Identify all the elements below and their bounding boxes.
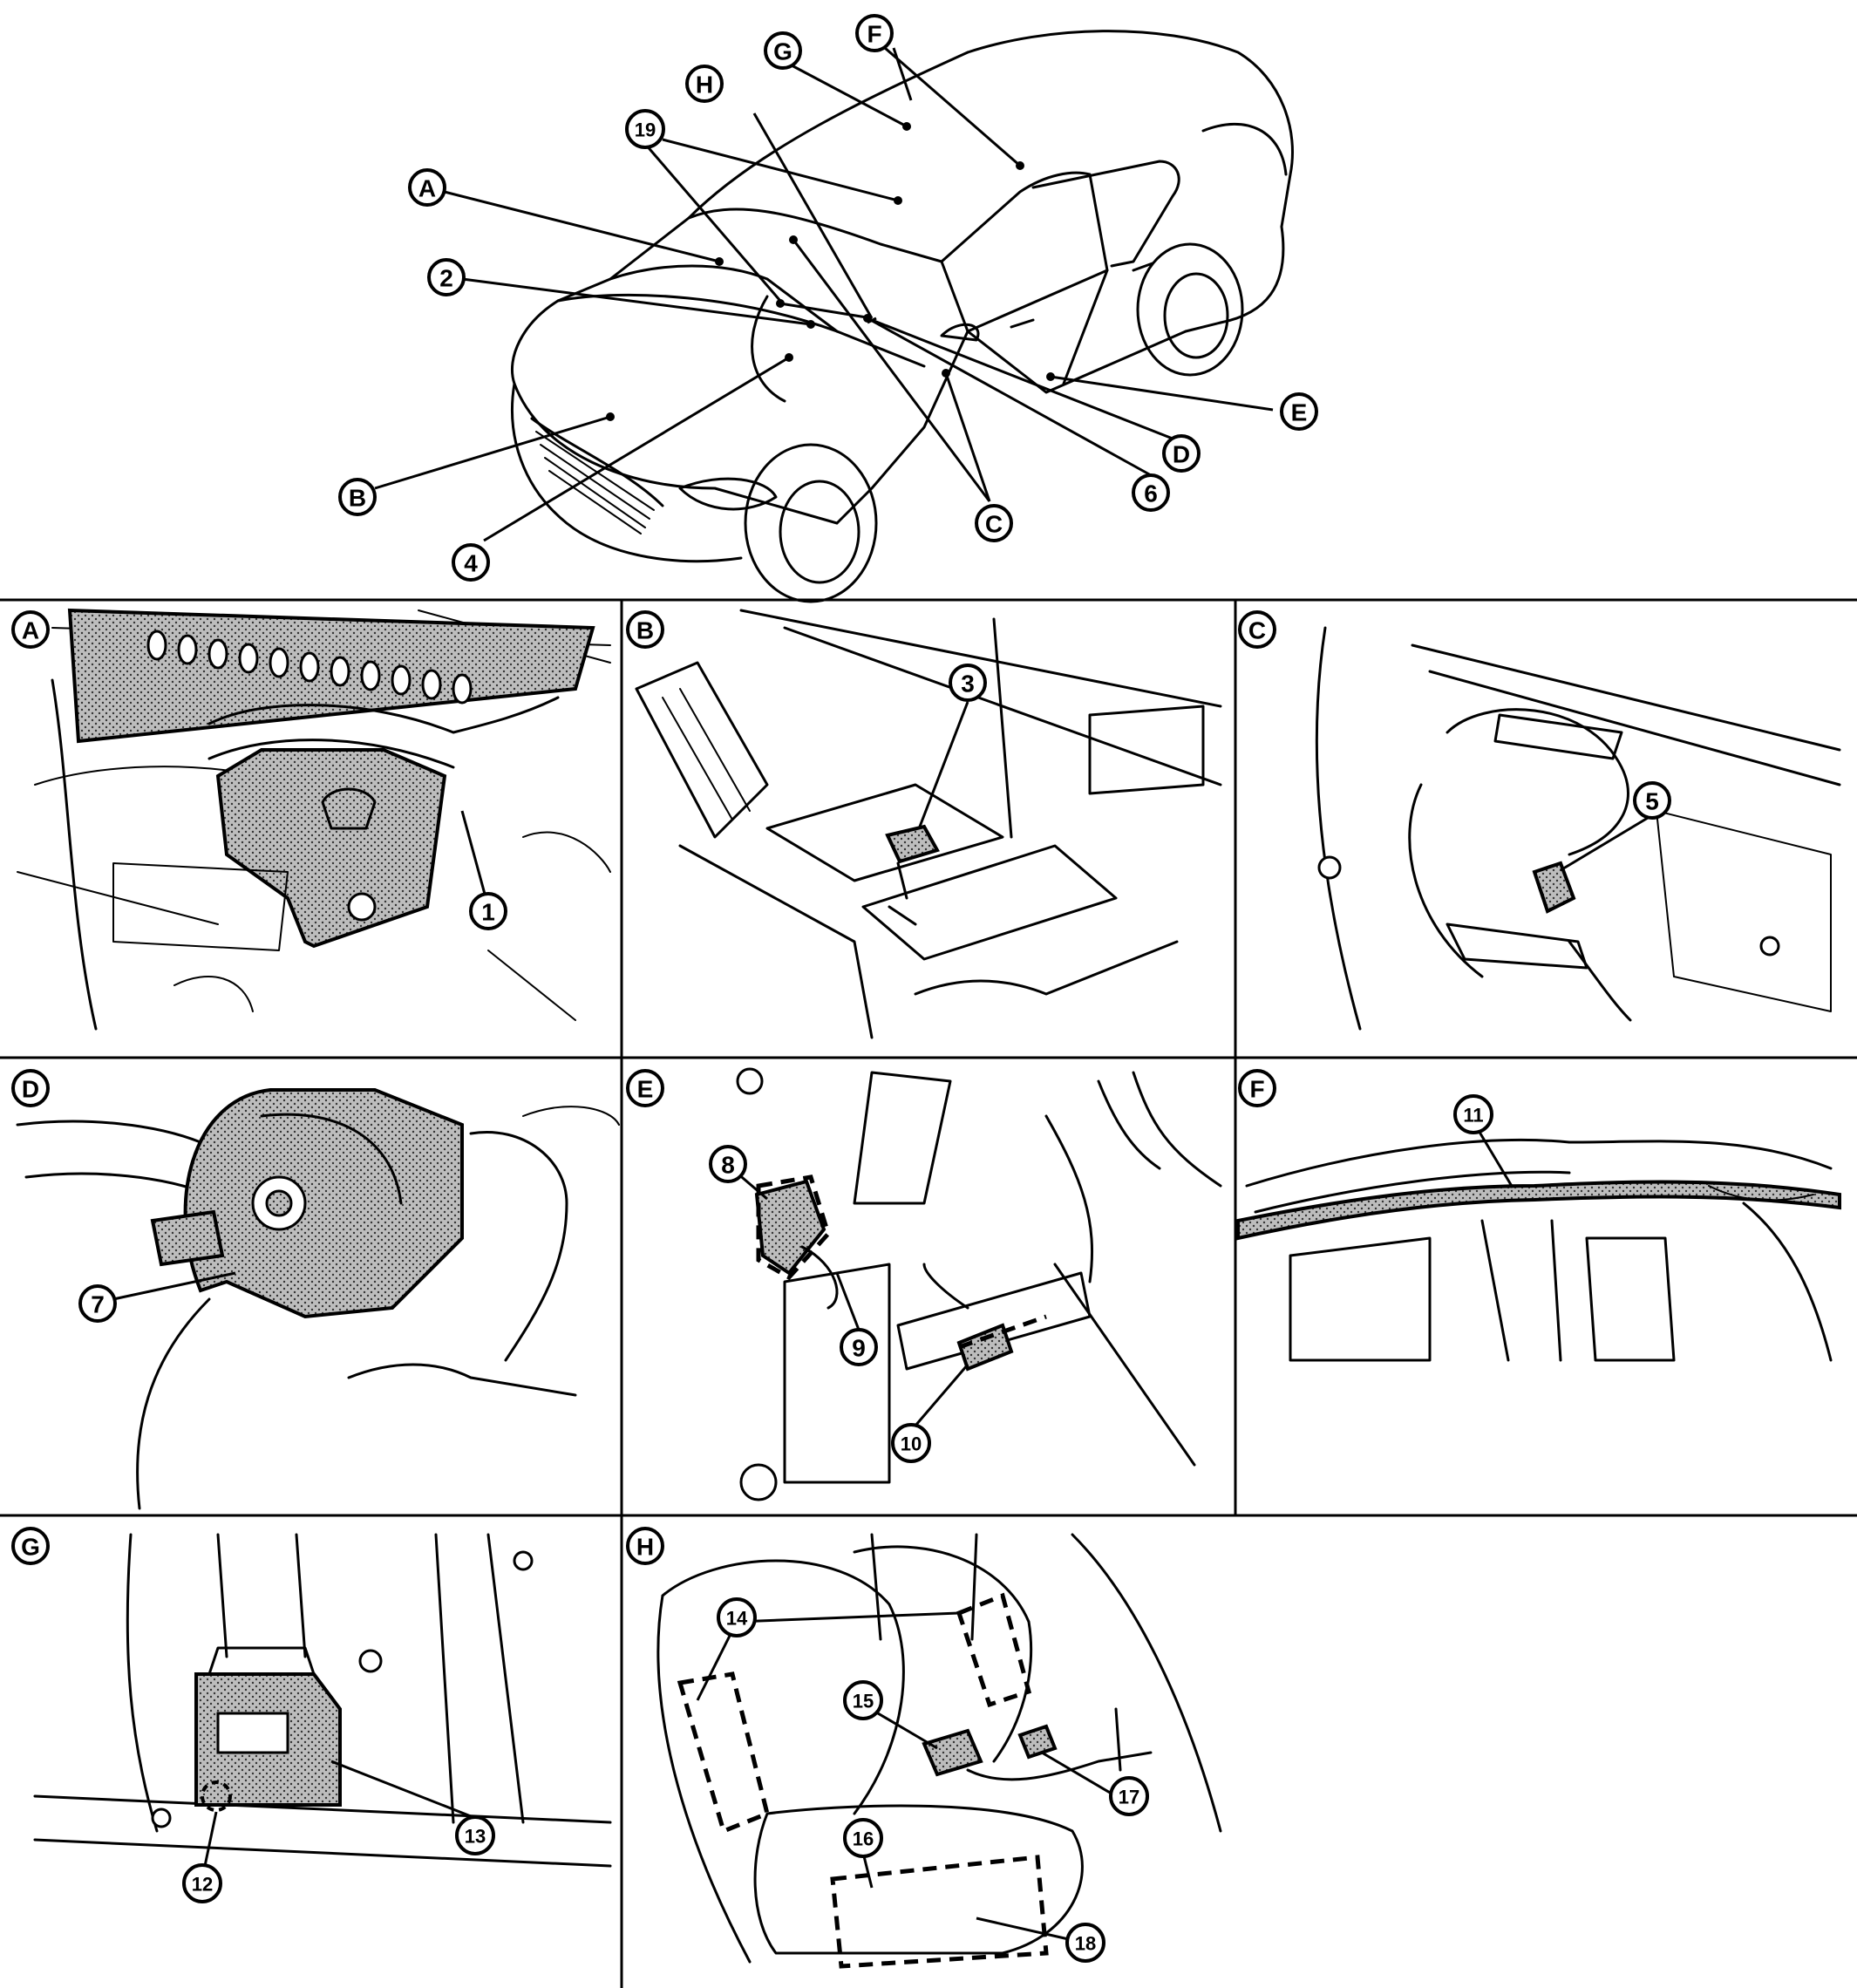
panel-d-letter: D bbox=[11, 1069, 50, 1107]
svg-text:G: G bbox=[21, 1534, 40, 1561]
svg-text:18: 18 bbox=[1075, 1933, 1096, 1955]
overview-zone-callout-c: C bbox=[975, 504, 1013, 542]
detail-panel-e: E 8 9 10 bbox=[626, 1067, 1222, 1501]
svg-text:2: 2 bbox=[439, 265, 453, 292]
svg-text:B: B bbox=[349, 485, 366, 512]
svg-text:D: D bbox=[22, 1076, 39, 1103]
svg-text:12: 12 bbox=[192, 1874, 213, 1896]
panel-h-callout-17: 17 bbox=[1109, 1776, 1149, 1816]
svg-text:13: 13 bbox=[465, 1826, 486, 1848]
panel-e-callout-10: 10 bbox=[891, 1423, 931, 1463]
svg-text:B: B bbox=[636, 617, 654, 644]
car-outline bbox=[510, 30, 1294, 603]
svg-text:H: H bbox=[696, 71, 713, 99]
overview-component-callout-19: 19 bbox=[625, 109, 665, 149]
svg-text:1: 1 bbox=[481, 899, 495, 926]
detail-panel-h: H 14 15 16 17 18 bbox=[626, 1527, 1222, 1969]
panel-h-callout-14: 14 bbox=[717, 1597, 757, 1637]
overview-zone-callout-f: F bbox=[855, 14, 894, 52]
svg-text:5: 5 bbox=[1645, 788, 1659, 815]
svg-text:F: F bbox=[1249, 1076, 1264, 1103]
panel-e-letter: E bbox=[626, 1069, 664, 1107]
panel-e-callout-9: 9 bbox=[840, 1328, 878, 1366]
overview-zone-callout-g: G bbox=[764, 31, 802, 70]
svg-text:3: 3 bbox=[961, 671, 975, 698]
panel-h-callout-18: 18 bbox=[1065, 1923, 1105, 1963]
svg-text:D: D bbox=[1173, 441, 1190, 468]
vehicle-overview: A B C D E F G H 2 4 6 19 bbox=[338, 14, 1318, 603]
panel-e-callout-8: 8 bbox=[709, 1145, 747, 1183]
overview-zone-callout-e: E bbox=[1280, 392, 1318, 431]
detail-panel-a: A 1 bbox=[11, 608, 611, 1031]
svg-text:16: 16 bbox=[853, 1828, 874, 1850]
svg-text:14: 14 bbox=[726, 1608, 748, 1630]
svg-text:10: 10 bbox=[901, 1433, 922, 1455]
detail-panel-b: B 3 bbox=[626, 609, 1222, 1039]
detail-panel-f: F 11 bbox=[1236, 1069, 1841, 1362]
overview-zone-callout-d: D bbox=[1162, 434, 1201, 473]
detail-panel-d: D 7 bbox=[11, 1069, 620, 1510]
svg-text:G: G bbox=[773, 38, 792, 65]
panel-b-letter: B bbox=[626, 610, 664, 649]
panel-a-callout-1: 1 bbox=[469, 892, 507, 930]
svg-text:A: A bbox=[418, 175, 436, 202]
panel-c-letter: C bbox=[1238, 610, 1276, 649]
svg-text:F: F bbox=[867, 21, 881, 48]
panel-f-letter: F bbox=[1238, 1069, 1276, 1107]
panel-g-callout-12: 12 bbox=[182, 1863, 222, 1903]
svg-text:6: 6 bbox=[1144, 480, 1158, 507]
panel-a-letter: A bbox=[11, 610, 50, 649]
overview-leaders bbox=[374, 46, 1274, 542]
svg-text:17: 17 bbox=[1119, 1787, 1139, 1808]
svg-text:15: 15 bbox=[853, 1691, 874, 1712]
svg-text:19: 19 bbox=[635, 119, 656, 141]
panel-g-letter: G bbox=[11, 1527, 50, 1565]
svg-text:A: A bbox=[22, 617, 39, 644]
svg-text:7: 7 bbox=[91, 1291, 105, 1318]
svg-text:C: C bbox=[985, 511, 1003, 538]
svg-text:4: 4 bbox=[464, 550, 478, 577]
svg-text:C: C bbox=[1248, 617, 1266, 644]
detail-panel-c: C 5 bbox=[1238, 610, 1841, 1031]
svg-text:9: 9 bbox=[852, 1335, 866, 1362]
overview-component-callout-6: 6 bbox=[1132, 473, 1170, 512]
svg-text:H: H bbox=[636, 1534, 654, 1561]
detail-panel-g: G 12 13 bbox=[11, 1527, 612, 1903]
panel-h-callout-15: 15 bbox=[843, 1680, 883, 1720]
panel-h-callout-16: 16 bbox=[843, 1818, 883, 1858]
panel-d-callout-7: 7 bbox=[78, 1284, 117, 1323]
svg-text:11: 11 bbox=[1463, 1105, 1483, 1127]
detail-grid-lines bbox=[0, 598, 1857, 1988]
panel-b-callout-3: 3 bbox=[949, 664, 987, 702]
svg-text:8: 8 bbox=[721, 1152, 735, 1179]
panel-c-callout-5: 5 bbox=[1633, 781, 1671, 820]
panel-f-callout-11: 11 bbox=[1453, 1094, 1493, 1134]
overview-zone-callout-b: B bbox=[338, 478, 377, 516]
overview-component-callout-2: 2 bbox=[427, 258, 466, 296]
overview-zone-callout-h: H bbox=[685, 65, 724, 103]
svg-text:E: E bbox=[637, 1076, 654, 1103]
panel-h-letter: H bbox=[626, 1527, 664, 1565]
overview-zone-callout-a: A bbox=[408, 168, 446, 207]
svg-text:E: E bbox=[1291, 399, 1308, 426]
panel-g-callout-13: 13 bbox=[455, 1815, 495, 1855]
overview-component-callout-4: 4 bbox=[452, 543, 490, 582]
